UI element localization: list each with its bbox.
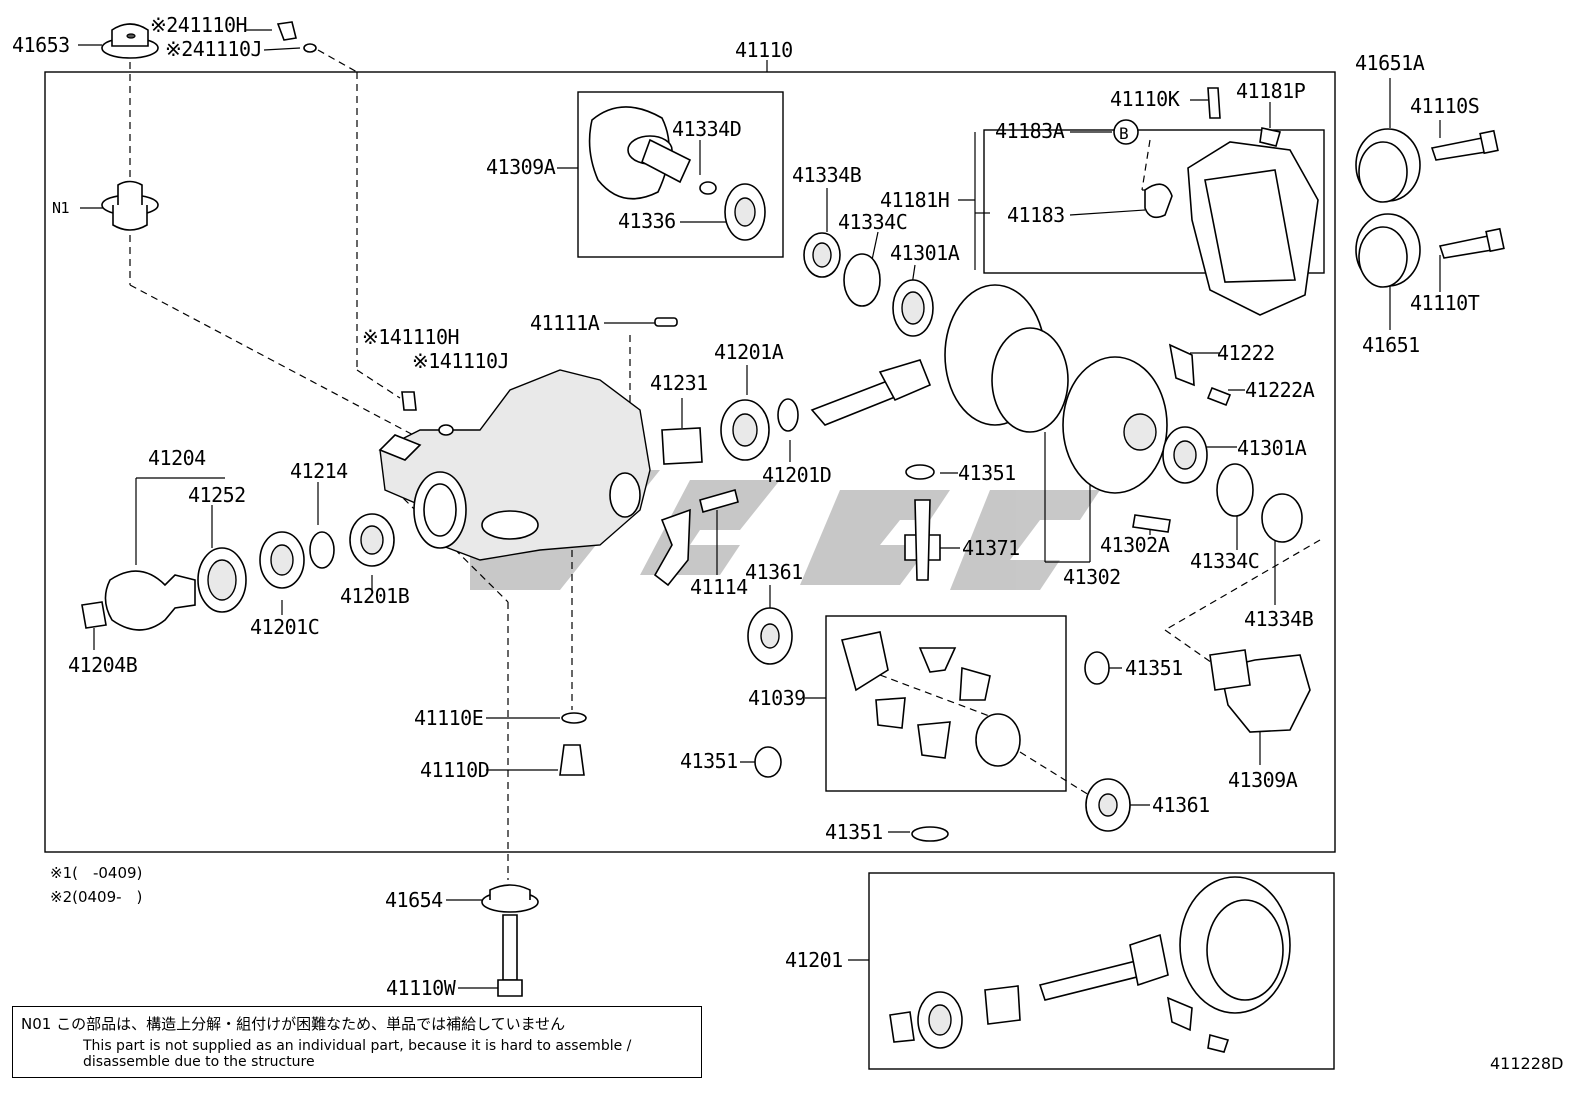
part-number-labels: 41653 ※241110H ※241110J 41110 N1 41309A … xyxy=(12,13,1480,1000)
part-label-41110e: 41110E xyxy=(414,706,483,730)
part-label-41334b-top: 41334B xyxy=(792,163,862,187)
part-label-41204: 41204 xyxy=(148,446,206,470)
part-label-41309a-top: 41309A xyxy=(486,155,556,179)
part-label-41334d: 41334D xyxy=(672,117,741,141)
part-label-41201d: 41201D xyxy=(762,463,831,487)
part-label-41201: 41201 xyxy=(785,948,843,972)
footnote-1: ※1( -0409) xyxy=(50,864,143,882)
part-label-41204b: 41204B xyxy=(68,653,138,677)
part-label-n1: N1 xyxy=(52,199,70,217)
differential-gear-subframe xyxy=(825,615,1067,792)
part-label-41371: 41371 xyxy=(962,536,1020,560)
diagram-code: 411228D xyxy=(1490,1054,1564,1073)
part-label-41301a-top: 41301A xyxy=(890,241,960,265)
part-label-41351-b: 41351 xyxy=(1125,656,1183,680)
part-label-41231: 41231 xyxy=(650,371,708,395)
part-label-41654: 41654 xyxy=(385,888,443,912)
part-label-41110s: 41110S xyxy=(1410,94,1479,118)
part-label-41110h-top: ※241110H xyxy=(150,13,247,37)
part-label-41653: 41653 xyxy=(12,33,70,57)
footnote-2: ※2(0409- ) xyxy=(50,888,143,906)
parts-illustrations xyxy=(81,21,1505,1053)
leader-lines xyxy=(78,29,1441,989)
part-label-41336: 41336 xyxy=(618,209,676,233)
part-label-41110d: 41110D xyxy=(420,758,489,782)
cover-subframe xyxy=(983,129,1325,274)
part-label-41651a: 41651A xyxy=(1355,51,1425,75)
part-label-41114: 41114 xyxy=(690,575,748,599)
part-label-41110k: 41110K xyxy=(1110,87,1180,111)
main-assembly-frame xyxy=(44,71,1336,853)
part-label-41351-a: 41351 xyxy=(958,461,1016,485)
ring-pinion-subframe xyxy=(868,872,1335,1070)
part-label-41361-b: 41361 xyxy=(1152,793,1210,817)
part-label-41181p: 41181P xyxy=(1236,79,1306,103)
part-label-41110t: 41110T xyxy=(1410,291,1480,315)
part-label-41110w: 41110W xyxy=(386,976,457,1000)
note-japanese: N01 この部品は、構造上分解・組付けが困難なため、単品では補給していません xyxy=(21,1015,566,1033)
part-label-41351-d: 41351 xyxy=(825,820,883,844)
part-label-41201c: 41201C xyxy=(250,615,319,639)
part-label-41309a-right: 41309A xyxy=(1228,768,1298,792)
note-box: N01 この部品は、構造上分解・組付けが困難なため、単品では補給していません T… xyxy=(12,1006,702,1078)
part-label-41334b-right: 41334B xyxy=(1244,607,1314,631)
part-label-b: B xyxy=(1119,124,1128,143)
part-label-41361-a: 41361 xyxy=(745,560,803,584)
part-label-41183: 41183 xyxy=(1007,203,1065,227)
part-label-41651: 41651 xyxy=(1362,333,1420,357)
part-label-41110j-top: ※241110J xyxy=(165,37,262,61)
part-label-41222: 41222 xyxy=(1217,341,1275,365)
part-label-41039: 41039 xyxy=(748,686,806,710)
part-label-41351-c: 41351 xyxy=(680,749,738,773)
axle-shaft-subframe xyxy=(577,91,784,258)
part-label-41214: 41214 xyxy=(290,459,348,483)
part-label-41110h-mid: ※141110H xyxy=(362,325,459,349)
part-label-41302: 41302 xyxy=(1063,565,1121,589)
part-label-41252: 41252 xyxy=(188,483,246,507)
part-label-41201b: 41201B xyxy=(340,584,410,608)
part-label-41334c-top: 41334C xyxy=(838,210,907,234)
note-english: This part is not supplied as an individu… xyxy=(83,1038,632,1070)
part-label-41110j-mid: ※141110J xyxy=(412,349,509,373)
part-label-41183a: 41183A xyxy=(995,119,1065,143)
part-label-41302a: 41302A xyxy=(1100,533,1170,557)
part-label-41201a: 41201A xyxy=(714,340,784,364)
part-label-41222a: 41222A xyxy=(1245,378,1315,402)
part-label-41181h: 41181H xyxy=(880,188,949,212)
part-label-41110: 41110 xyxy=(735,38,793,62)
part-label-41301a-right: 41301A xyxy=(1237,436,1307,460)
part-label-41334c-right: 41334C xyxy=(1190,549,1259,573)
part-label-41111a: 41111A xyxy=(530,311,600,335)
